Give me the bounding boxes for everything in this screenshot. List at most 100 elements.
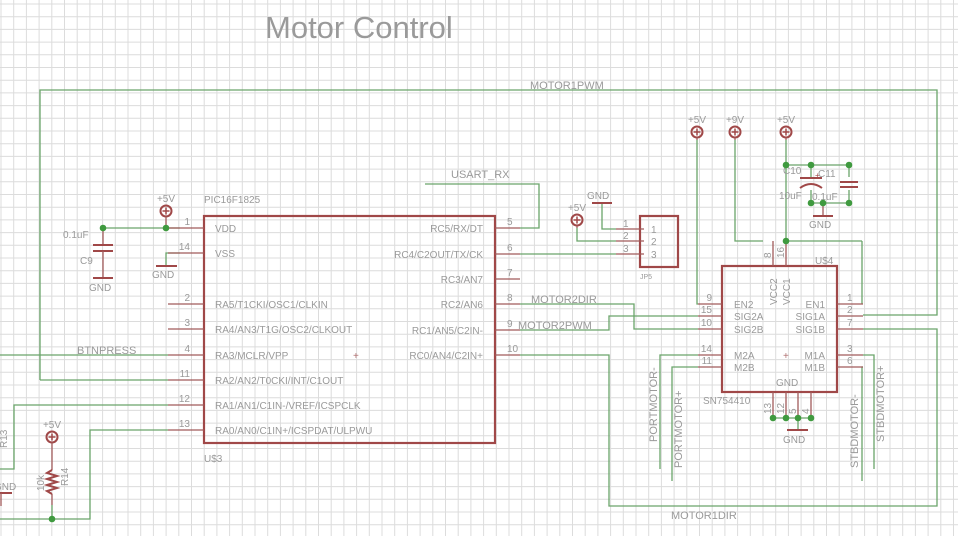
u4-pin-number: 9 [706,293,712,304]
wire-vss[interactable] [165,252,180,266]
u4-pin-number: 8 [763,252,774,258]
jp5-pin-label: 1 [651,225,657,236]
net-label-btnpress: BTNPRESS [77,345,136,357]
u3-pin-number: 8 [507,293,513,304]
junctions [48,161,853,523]
u3-pin-number: 9 [507,319,513,330]
wire-ra1[interactable] [0,404,168,470]
r14-value: 10k [36,474,47,491]
c11-value: 0.1uF [812,192,838,203]
u4-pin-number: 1 [847,293,853,304]
u4-pin-number: 14 [701,344,713,355]
junction-dot [845,161,853,169]
junction-dot [782,414,790,422]
c10-polarity-mark: + [815,171,820,180]
ic-u4[interactable]: U$4 SN754410 GND + 9EN215SIG2A10SIG2B14M… [698,241,863,418]
u3-pin-label: RA1/AN1/C1IN-/VREF/ICSPCLK [215,401,361,412]
resistor-r13-partial: R13 GND [0,429,16,506]
u4-pin-label: VCC2 [769,278,780,305]
supply-label: +5V [777,115,795,126]
u4-pin-label: EN2 [734,300,754,311]
wire-motor2pwm[interactable] [520,315,698,331]
u3-pin-number: 7 [507,268,513,279]
junction-dot [48,515,56,523]
u4-pin-number: 15 [701,305,713,316]
u3-pin-number: 12 [179,394,191,405]
wire-vcc2[interactable] [734,140,763,242]
u3-pin-number: 2 [184,293,190,304]
jp5-pin-number: 3 [623,244,629,255]
junction-dot [782,161,790,169]
u3-pin-label: RC5/RX/DT [430,224,483,235]
net-label-portmotor-minus: PORTMOTOR- [648,367,660,442]
u4-pin-label: EN1 [806,300,826,311]
jp5-name: JP5 [640,274,652,281]
junction-dot [782,237,790,245]
power-supply-symbol: +5V [157,194,175,228]
u4-pin-number: 5 [788,408,799,414]
sheet-title: Motor Control [265,10,453,45]
power-supply-symbol: +5V [777,115,795,140]
wire-portmotor-minus[interactable] [659,354,698,469]
u3-pin-number: 11 [180,369,191,380]
u4-pin-number: 4 [801,408,812,414]
supply-symbols: +5V+5V+5V+9V+5V+5V [43,115,795,444]
wire-caps-bot[interactable] [810,190,850,204]
u3-pin-number: 14 [179,242,191,253]
gnd-symbol-jp5: GND [587,191,612,204]
u4-name-label: U$4 [815,256,834,267]
u4-part-label: SN754410 [703,396,751,407]
jp5-pin-number: 1 [623,219,629,230]
u3-pin-number: 4 [184,344,190,355]
net-label-motor1dir: MOTOR1DIR [671,510,737,522]
r13-name: R13 [0,429,10,448]
u4-pin-number: 12 [776,402,787,414]
jp5-pin-number: 2 [623,231,629,242]
u3-pin-number: 13 [179,419,191,430]
gnd-u4-label: GND [783,435,805,446]
capacitor-c11[interactable]: C11 0.1uF [812,169,858,203]
gnd-jp5-label: GND [587,191,609,202]
net-label-motor2pwm: MOTOR2PWM [518,320,592,332]
r14-name: R14 [60,467,71,486]
supply-label: +9V [726,115,744,126]
wire-jp5-gnd[interactable] [601,203,616,230]
u4-pin-number: 10 [701,318,713,329]
c11-name: C11 [818,169,836,180]
wire-usart-rx[interactable] [425,183,540,229]
wire-motor1pwm[interactable] [39,89,938,380]
gnd-symbol-u4: GND [783,429,808,446]
wire-ra0[interactable] [0,429,168,520]
net-label-stbdmotor-minus: STBDMOTOR- [849,394,861,468]
u4-gnd-label: GND [776,378,798,389]
u4-pin-number: 11 [702,356,713,367]
wire-portmotor-plus[interactable] [671,366,698,481]
wire-motor1dir[interactable] [520,328,938,507]
gnd-vss-label: GND [152,270,174,281]
power-supply-symbol: +5V [568,203,586,228]
gnd-symbol-vss: GND [152,265,177,281]
capacitor-c10[interactable]: C10 10uF + [779,166,823,202]
wire-en2[interactable] [696,140,698,305]
supply-label: +5V [157,194,175,205]
wires [0,89,938,520]
u3-name-label: U$3 [204,454,223,465]
u4-pin-label: VCC1 [782,278,793,305]
u4-pin-label: M1A [804,351,825,362]
ic-u3[interactable]: PIC16F1825 U$3 + 1VDD14VSS2RA5/T1CKI/OSC… [168,195,520,465]
supply-label: +5V [43,420,61,431]
wire-stbdmotor-minus[interactable] [861,366,863,481]
junction-dot [807,199,815,207]
capacitor-c9[interactable]: 0.1uF C9 GND [63,228,113,294]
wire-stbdmotor-plus[interactable] [863,354,875,469]
resistor-r14[interactable]: 10k R14 [36,444,71,505]
junction-dot [845,199,853,207]
wire-jp5-5v[interactable] [576,228,616,242]
u4-pin-number: 7 [847,318,853,329]
net-label-usart-rx: USART_RX [451,169,510,181]
c9-name: C9 [80,256,93,267]
net-label-motor1pwm: MOTOR1PWM [530,80,604,92]
